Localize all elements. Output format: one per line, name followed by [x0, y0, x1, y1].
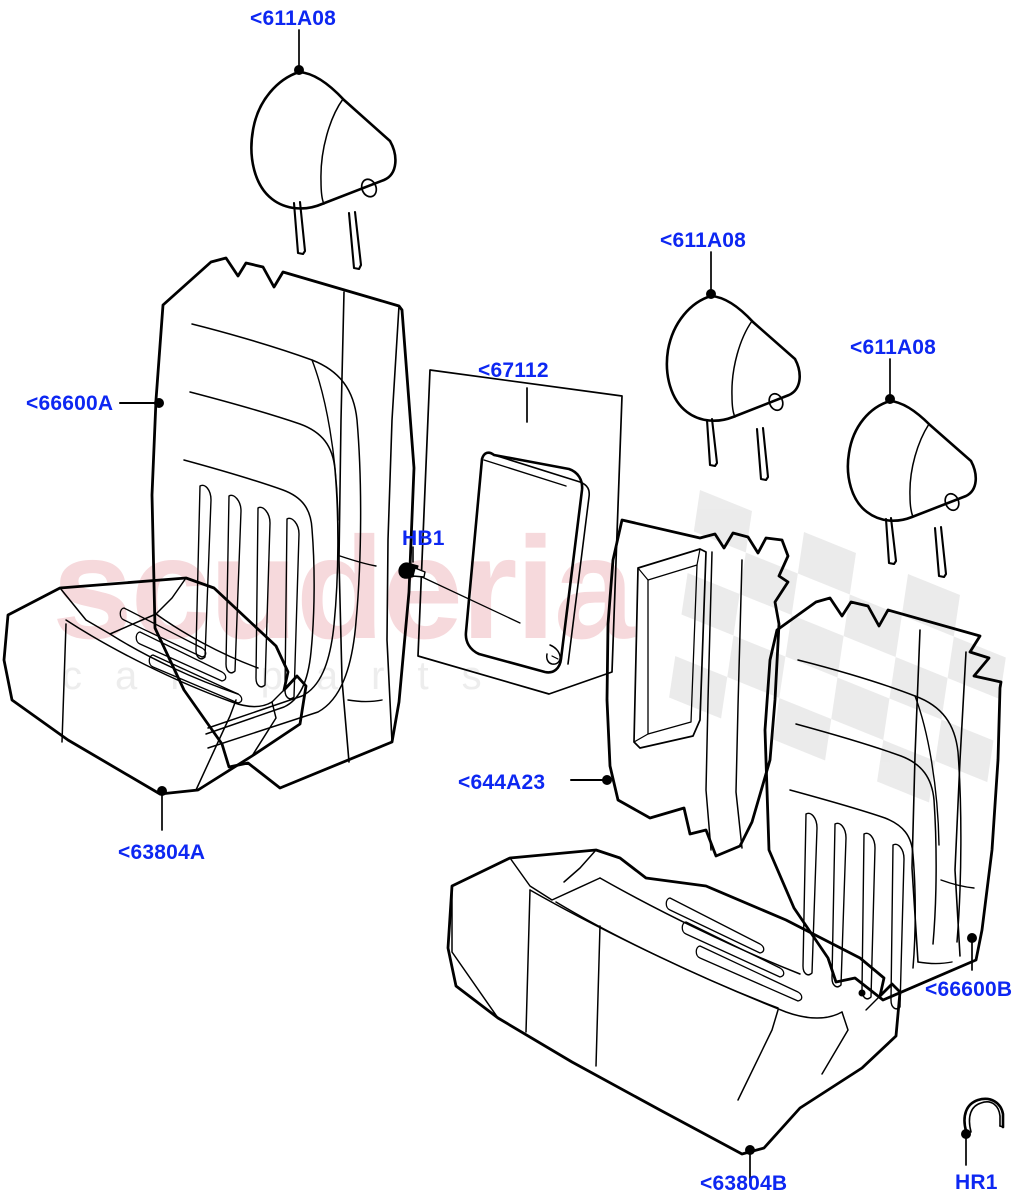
callout-611A08-middle[interactable]: <611A08 — [660, 229, 747, 252]
callout-HR1[interactable]: HR1 — [955, 1171, 998, 1194]
callout-HB1[interactable]: HB1 — [402, 527, 445, 550]
part-headrest-middle[interactable] — [665, 251, 801, 482]
callout-63804B[interactable]: <63804B — [700, 1172, 788, 1195]
part-seat-back-right[interactable] — [763, 596, 1003, 1010]
part-seat-cushion-left[interactable] — [2, 576, 308, 831]
part-seat-back-left[interactable] — [119, 256, 416, 790]
callout-611A08-right[interactable]: <611A08 — [850, 336, 937, 359]
callout-644A23[interactable]: <644A23 — [458, 771, 546, 794]
callout-611A08-left[interactable]: <611A08 — [250, 7, 337, 30]
watermark-subtitle: car parts — [62, 654, 515, 698]
part-headrest-right[interactable] — [846, 358, 977, 579]
part-center-armrest[interactable] — [417, 369, 623, 695]
callout-66600A[interactable]: <66600A — [26, 392, 114, 415]
part-headrest-left[interactable] — [250, 29, 397, 271]
part-bolt-HB1[interactable] — [398, 546, 521, 624]
part-seat-back-center[interactable] — [570, 518, 790, 858]
part-seat-cushion-right[interactable] — [446, 848, 902, 1184]
part-hook-clip-HR1[interactable] — [961, 1097, 1005, 1166]
callout-63804A[interactable]: <63804A — [118, 841, 206, 864]
callout-67112[interactable]: <67112 — [478, 359, 549, 382]
callout-66600B[interactable]: <66600B — [925, 978, 1013, 1001]
